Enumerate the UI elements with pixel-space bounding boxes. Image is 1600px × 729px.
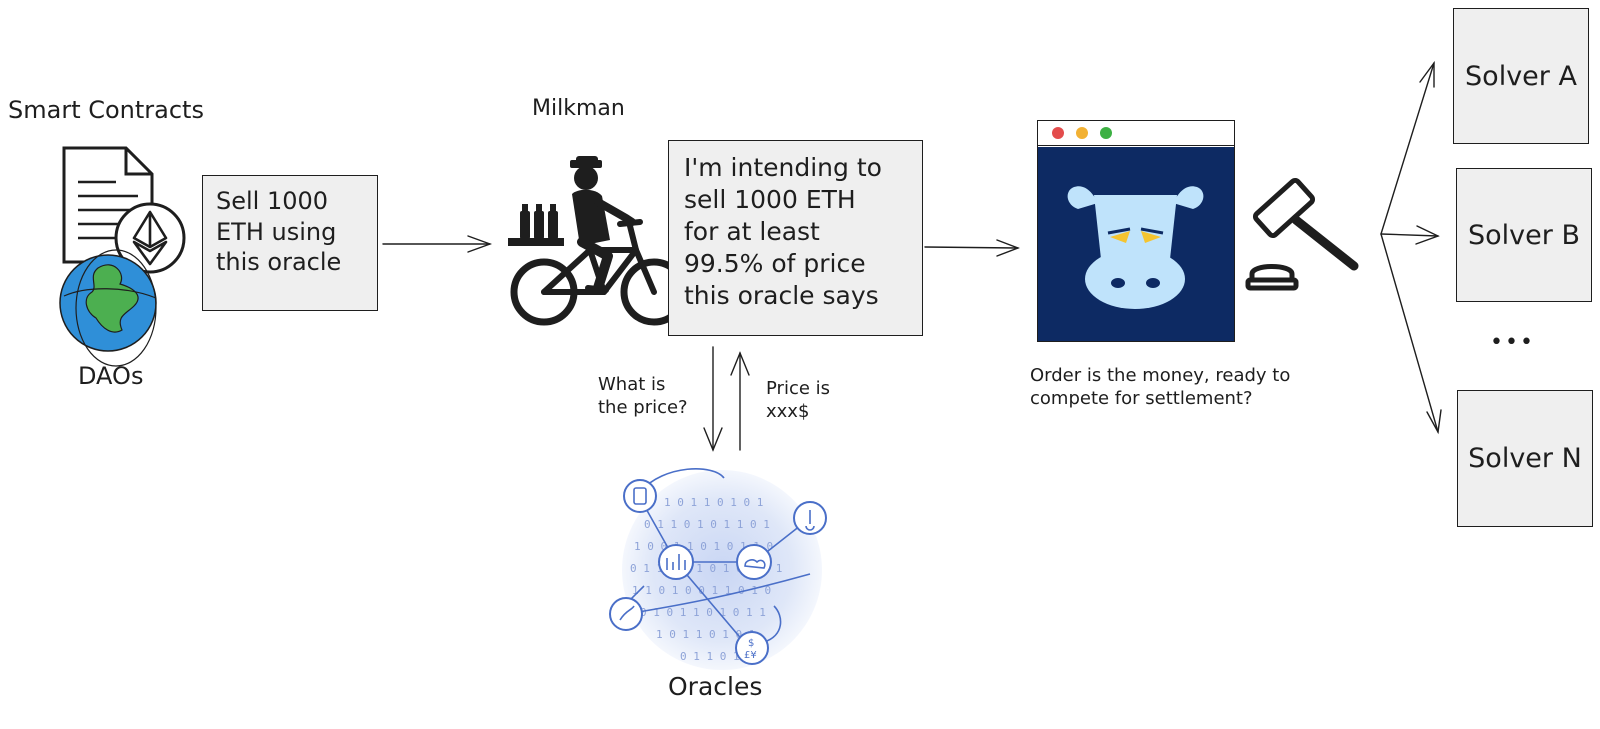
svg-text:$: $ xyxy=(748,638,754,649)
arrow-oracles-to-milkman xyxy=(730,351,750,451)
milkman-intent-text: I'm intending to sell 1000 ETH for at le… xyxy=(684,152,882,312)
document-ethereum-globe-icon xyxy=(59,146,186,367)
oracles-network-icon: 1 0 1 1 0 1 0 1 0 1 1 0 1 0 1 1 0 1 1 0 … xyxy=(609,468,827,670)
window-titlebar xyxy=(1038,121,1234,146)
svg-text:£¥: £¥ xyxy=(744,650,757,661)
cow-logo-panel xyxy=(1038,147,1234,341)
milkman-intent-line: this oracle says xyxy=(684,281,879,310)
milkman-intent-line: for at least xyxy=(684,217,820,246)
arrow-to-solver-n xyxy=(1380,233,1442,435)
arrow-contract-to-milkman xyxy=(382,235,493,253)
svg-text:0 1 1 0 1: 0 1 1 0 1 xyxy=(680,650,740,663)
arrow-to-solver-b xyxy=(1380,225,1440,245)
smart-contracts-title: Smart Contracts xyxy=(8,96,204,124)
solver-box-b: Solver B xyxy=(1456,168,1592,302)
contract-request-line: this oracle xyxy=(216,248,342,277)
cow-caption: Order is the money, ready to compete for… xyxy=(1030,364,1290,411)
cow-caption-line: compete for settlement? xyxy=(1030,388,1253,410)
solver-box-a: Solver A xyxy=(1453,8,1589,144)
milkman-bicycle-icon xyxy=(508,156,688,326)
arrow-query-to-oracles xyxy=(703,346,723,452)
milkman-intent-box xyxy=(668,140,923,336)
minimize-dot xyxy=(1076,127,1088,139)
svg-text:1 0 1 1 0 1 0 1: 1 0 1 1 0 1 0 1 xyxy=(656,628,755,641)
svg-text:1 1 0 1 0 0 1 1 0 1 0: 1 1 0 1 0 0 1 1 0 1 0 xyxy=(632,584,771,597)
milkman-intent-line: I'm intending to xyxy=(684,153,882,182)
cow-app-window xyxy=(1037,120,1235,342)
price-answer-line: Price is xyxy=(766,378,831,399)
cow-caption-line: Order is the money, ready to xyxy=(1030,365,1291,386)
arrow-milkman-to-cow xyxy=(924,239,1020,257)
contract-request-line: Sell 1000 xyxy=(216,187,329,215)
svg-text:0 1 0 1 1 0 1 0 1 1: 0 1 0 1 1 0 1 0 1 1 xyxy=(640,606,766,619)
close-dot xyxy=(1052,127,1064,139)
solver-box-n: Solver N xyxy=(1457,390,1593,527)
milkman-intent-line: 99.5% of price xyxy=(684,249,866,278)
contract-request-line: ETH using xyxy=(216,217,337,246)
price-answer-line: xxx$ xyxy=(766,401,810,423)
price-question: What is the price? xyxy=(598,373,688,420)
price-question-line: the price? xyxy=(598,397,688,419)
daos-label: DAOs xyxy=(78,362,144,390)
price-answer: Price is xxx$ xyxy=(766,377,830,424)
contract-request-box xyxy=(202,175,378,311)
milkman-title: Milkman xyxy=(532,96,625,121)
arrow-to-solver-a xyxy=(1380,60,1435,235)
maximize-dot xyxy=(1100,127,1112,139)
svg-text:1 0 1 1 0 1 0 1: 1 0 1 1 0 1 0 1 xyxy=(664,496,763,509)
price-question-line: What is xyxy=(598,374,666,395)
auction-gavel-icon xyxy=(1245,178,1359,291)
milkman-intent-line: sell 1000 ETH xyxy=(684,185,856,214)
solver-ellipsis: ••• xyxy=(1490,330,1535,355)
cow-face-icon xyxy=(1067,186,1204,309)
contract-request-text: Sell 1000 ETH using this oracle xyxy=(216,186,341,278)
oracles-label: Oracles xyxy=(668,672,763,701)
svg-text:0 1 1 0 1 0 1 1 0 1: 0 1 1 0 1 0 1 1 0 1 xyxy=(644,518,770,531)
